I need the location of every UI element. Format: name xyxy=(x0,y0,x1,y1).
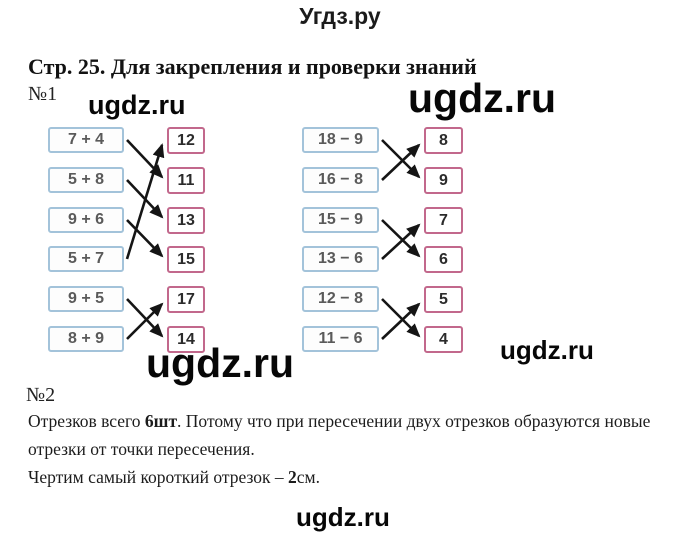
answer-box: 9 xyxy=(424,167,463,194)
expression-box: 9 + 5 xyxy=(48,286,124,312)
task2-bold-value: 2 xyxy=(288,467,297,487)
expression-box: 7 + 4 xyxy=(48,127,124,153)
match-arrow xyxy=(381,302,421,340)
match-arrow xyxy=(381,223,421,260)
task2-bold-value: 6шт xyxy=(144,411,178,431)
expression-box: 5 + 8 xyxy=(48,167,124,193)
match-arrow xyxy=(126,298,164,338)
watermark-footer: ugdz.ru xyxy=(296,502,390,532)
match-arrow xyxy=(381,139,421,179)
expression-box: 12 − 8 xyxy=(302,286,379,312)
match-arrow xyxy=(381,298,421,338)
match-arrow xyxy=(125,143,165,260)
task2-line: Отрезков всего 6шт. Потому что при перес… xyxy=(28,407,664,435)
expression-box: 11 − 6 xyxy=(302,326,379,352)
watermark-top-left: ugdz.ru xyxy=(88,90,186,120)
answer-box: 12 xyxy=(167,127,205,154)
answer-box: 11 xyxy=(167,167,205,194)
answer-box: 7 xyxy=(424,207,463,234)
answer-box: 17 xyxy=(167,286,205,313)
match-arrow xyxy=(126,139,164,179)
task2-line: отрезки от точки пересечения. xyxy=(28,435,664,463)
match-arrow xyxy=(381,143,421,181)
task2-line: Чертим самый короткий отрезок – 2см. xyxy=(28,463,664,491)
answer-box: 6 xyxy=(424,246,463,273)
match-arrow xyxy=(126,219,164,258)
site-title: Угдз.ру xyxy=(299,3,381,29)
match-arrow xyxy=(126,179,164,219)
task2-text-segment: Чертим самый короткий отрезок – xyxy=(28,467,289,487)
answer-box: 8 xyxy=(424,127,463,154)
answer-box: 14 xyxy=(167,326,205,353)
page-title: Стр. 25. Для закрепления и проверки знан… xyxy=(28,54,477,79)
task2-text-segment: . Потому что при пересечении двух отрезк… xyxy=(177,411,651,431)
expression-box: 8 + 9 xyxy=(48,326,124,352)
answer-box: 13 xyxy=(167,207,205,234)
watermark-mid-right: ugdz.ru xyxy=(500,335,594,365)
answer-box: 15 xyxy=(167,246,205,273)
expression-box: 9 + 6 xyxy=(48,207,124,233)
task2-text-segment: Отрезков всего xyxy=(28,411,145,431)
answer-box: 5 xyxy=(424,286,463,313)
expression-box: 15 − 9 xyxy=(302,207,379,233)
answer-box: 4 xyxy=(424,326,463,353)
task2-text-segment: см. xyxy=(296,467,320,487)
task1-label: №1 xyxy=(28,83,58,105)
task2-text-segment: отрезки от точки пересечения. xyxy=(28,439,255,459)
watermark-top-right: ugdz.ru xyxy=(408,75,557,121)
task2-label: №2 xyxy=(26,384,56,406)
task2-answer-text: Отрезков всего 6шт. Потому что при перес… xyxy=(28,407,664,491)
match-arrow xyxy=(126,302,164,340)
match-arrow xyxy=(381,219,421,258)
expression-box: 16 − 8 xyxy=(302,167,379,193)
expression-box: 5 + 7 xyxy=(48,246,124,272)
expression-box: 18 − 9 xyxy=(302,127,379,153)
expression-box: 13 − 6 xyxy=(302,246,379,272)
